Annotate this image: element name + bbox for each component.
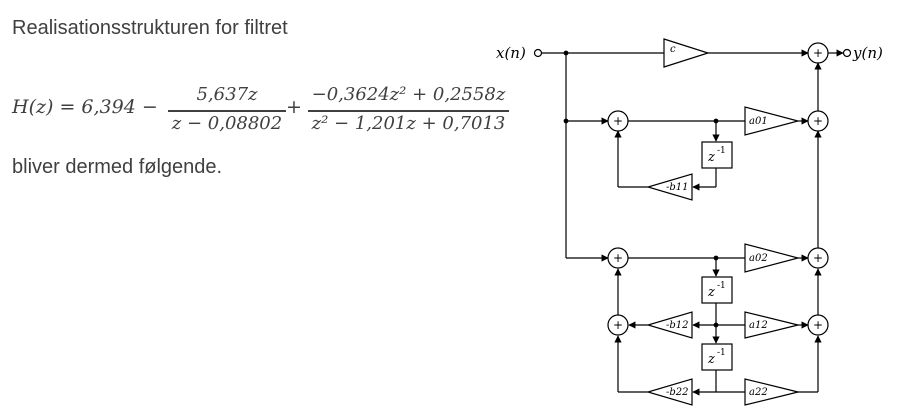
equation-lhs: H(z) = 6,394 − xyxy=(12,96,158,118)
delay-exp-2: -1 xyxy=(717,281,726,291)
gain-a02-triangle xyxy=(744,243,801,273)
delay-z1-a xyxy=(701,276,733,304)
fraction-2-denominator: z² − 1,201z + 0,7013 xyxy=(311,113,506,134)
delay-label-2: z xyxy=(707,285,715,300)
gain-b22-label: -b22 xyxy=(666,387,689,398)
delay-exp-3: -1 xyxy=(717,348,726,358)
input-terminal xyxy=(533,48,543,58)
heading: Realisationsstrukturen for filtret xyxy=(12,17,288,39)
gain-a02-label: a02 xyxy=(749,253,768,264)
equation-plus: + xyxy=(286,96,302,118)
delay-z1-b xyxy=(701,343,733,371)
adder-plus-fb: + xyxy=(613,318,623,332)
fraction-1-numerator: 5,637z xyxy=(196,84,258,105)
gain-a01-triangle xyxy=(744,106,801,136)
adder-plus-s1: + xyxy=(613,114,623,128)
output-terminal xyxy=(842,48,852,58)
input-label: x(n) xyxy=(496,44,526,62)
adder-plus-s2: + xyxy=(613,251,623,265)
gain-a01-label: a01 xyxy=(749,116,768,127)
delay-label-1: z xyxy=(707,150,715,165)
delay-z1-section1 xyxy=(701,141,733,169)
gain-a22-label: a22 xyxy=(749,387,768,398)
gain-b11-triangle xyxy=(645,173,693,201)
gain-c-label: c xyxy=(670,44,676,55)
gain-b11-label: -b11 xyxy=(666,182,689,193)
fraction-2-bar xyxy=(308,110,509,112)
fraction-1-denominator: z − 0,08802 xyxy=(171,113,283,134)
gain-a12-label: a12 xyxy=(749,320,768,331)
adder-plus-ff: + xyxy=(813,318,823,332)
gain-c-triangle xyxy=(663,38,710,68)
gain-a22-triangle xyxy=(744,378,799,406)
gain-b12-triangle xyxy=(645,311,693,339)
after-text: bliver dermed følgende. xyxy=(12,156,223,178)
adder-plus-o1: + xyxy=(813,114,823,128)
delay-exp-1: -1 xyxy=(717,146,726,156)
adder-plus-o2: + xyxy=(813,251,823,265)
fraction-2-numerator: −0,3624z² + 0,2558z xyxy=(311,84,506,105)
adder-plus-out: + xyxy=(813,46,823,60)
fraction-1-bar xyxy=(168,110,286,112)
gain-b22-triangle xyxy=(645,378,693,406)
gain-a12-triangle xyxy=(744,311,799,339)
gain-b12-label: -b12 xyxy=(666,320,689,331)
delay-label-3: z xyxy=(707,352,715,367)
output-label: y(n) xyxy=(852,44,883,62)
